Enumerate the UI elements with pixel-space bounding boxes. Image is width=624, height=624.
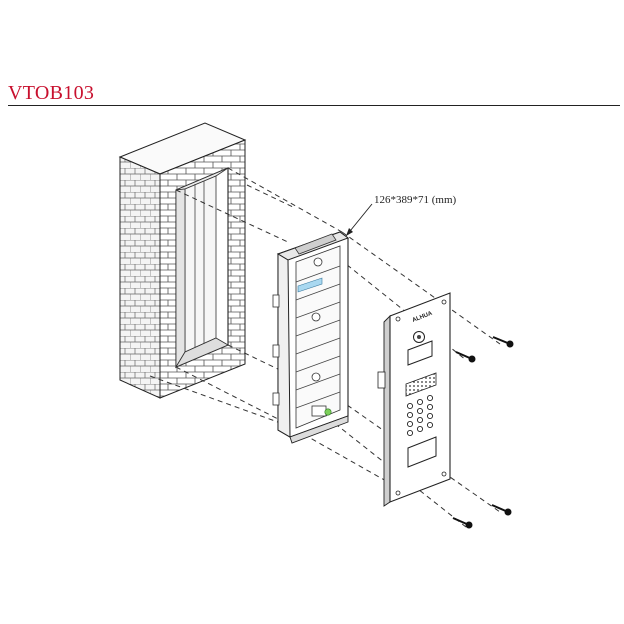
product-title: VTOB103: [8, 82, 95, 104]
screw-top-left: [455, 351, 476, 363]
title-divider: [8, 105, 620, 106]
back-box: [272, 231, 350, 444]
keypad: [406, 394, 434, 437]
door-station-panel: ALHUA: [377, 292, 451, 507]
dimension-callout: 126*389*71 (mm): [345, 194, 457, 237]
screws: [452, 336, 514, 529]
back-box-highlight-blue: [297, 277, 323, 293]
screw-top-right: [492, 336, 514, 348]
dimension-label: 126*389*71 (mm): [374, 194, 457, 206]
display-window: [407, 340, 433, 366]
alignment-guides: [149, 167, 501, 528]
brick-wall: [118, 122, 247, 399]
screw-bottom-right: [491, 504, 512, 516]
speaker-grille: [405, 372, 437, 397]
name-plate: [407, 436, 437, 468]
back-box-highlight-green: [324, 408, 332, 416]
screw-bottom-left: [452, 517, 473, 529]
